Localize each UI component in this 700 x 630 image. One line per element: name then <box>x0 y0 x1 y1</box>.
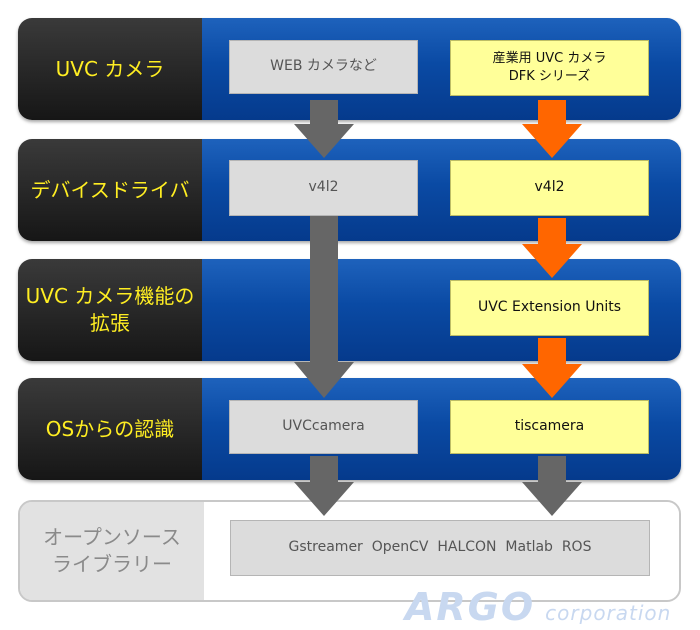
arrow-down-gray-long <box>294 216 354 398</box>
arrow-down-orange <box>522 218 582 278</box>
layer-label: オープンソースライブラリー <box>20 502 204 600</box>
box-v4l2-dfk: v4l2 <box>450 160 649 216</box>
arrow-down-orange <box>522 338 582 398</box>
box-v4l2-generic: v4l2 <box>229 160 418 216</box>
arrow-down-orange <box>522 100 582 158</box>
box-libraries: Gstreamer OpenCV HALCON Matlab ROS <box>230 520 650 576</box>
box-webcam: WEB カメラなど <box>229 40 418 94</box>
arrow-down-gray <box>294 456 354 516</box>
arrow-down-gray <box>522 456 582 516</box>
layer-label: デバイスドライバ <box>18 139 202 241</box>
arrow-down-gray <box>294 100 354 158</box>
layer-label: OSからの認識 <box>18 378 202 480</box>
box-tiscamera: tiscamera <box>450 400 649 454</box>
box-uvccamera: UVCcamera <box>229 400 418 454</box>
box-uvc-extension-units: UVC Extension Units <box>450 280 649 336</box>
layer-label: UVC カメラ機能の拡張 <box>18 259 202 361</box>
layer-label: UVC カメラ <box>18 18 202 120</box>
